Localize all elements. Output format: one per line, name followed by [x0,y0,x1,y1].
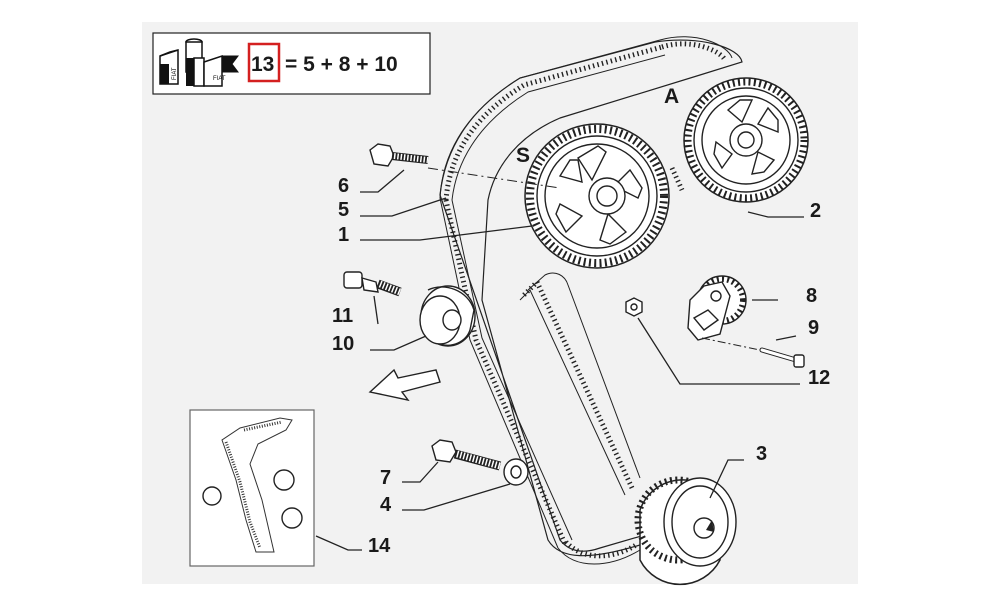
callout-5: 5 [338,199,349,221]
inset-overview [189,409,315,567]
camshaft-pulley-s [524,123,670,269]
callout-14: 14 [368,535,391,557]
callout-6: 6 [338,175,349,197]
crank-bolt [431,439,502,471]
callout-7: 7 [380,467,391,489]
callout-1: 1 [338,224,349,246]
direction-arrow [368,368,441,402]
callout-3: 3 [756,443,767,465]
svg-text:FIAT: FIAT [213,76,226,82]
tensioner-nut [625,297,643,317]
kit-number-highlight [247,42,281,83]
callout-12: 12 [808,367,830,389]
idler-pulley [419,285,476,347]
kit-formula-box: FIAT FIAT 13 = 5 + 8 + 10 [152,32,431,95]
belt-tensioner [687,275,747,341]
crankshaft-pulley [634,476,737,586]
pulley-bolt [369,143,429,167]
svg-text:FIAT: FIAT [172,67,178,80]
callout-10: 10 [332,333,354,355]
callout-11: 11 [332,305,353,327]
tensioner-bolt [759,347,805,368]
kit-equation: = 5 + 8 + 10 [285,53,398,76]
callout-4: 4 [380,494,392,516]
parts-kit-icon: FIAT FIAT [159,38,239,87]
label-s: S [516,144,530,167]
camshaft-pulley-a [683,77,809,203]
kit-number: 13 [251,53,274,76]
tensioner-axis-line [701,337,761,351]
callout-2: 2 [810,200,821,222]
alignment-line [427,167,561,189]
callout-8: 8 [806,285,817,307]
callout-9: 9 [808,317,819,339]
idler-bolt [343,271,402,297]
leader-lines [315,169,804,551]
label-a: A [664,85,679,108]
crank-washer [503,458,529,486]
